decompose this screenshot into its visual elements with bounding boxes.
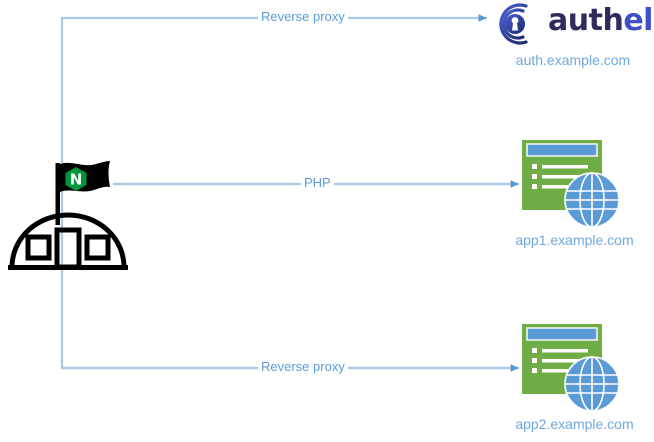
globe-icon [564, 356, 620, 412]
connector-label-php: PHP [301, 175, 334, 191]
host-label-app2: app2.example.com [515, 416, 634, 432]
connector-label-reverse-proxy-bottom: Reverse proxy [258, 359, 348, 375]
host-label-app1: app1.example.com [515, 232, 634, 248]
nginx-hex-badge [65, 167, 87, 191]
authelia-wordmark-part1: auth [548, 3, 624, 38]
authelia-wordmark-part2: elia [623, 3, 654, 38]
host-label-auth: auth.example.com [515, 52, 631, 68]
node-app1 [520, 138, 625, 230]
node-app2 [520, 322, 625, 414]
connector-proxy-to-app2 [60, 210, 519, 372]
node-auth-authelia: authelia [492, 0, 654, 70]
nginx-flag-letter: N [70, 171, 83, 189]
web-app-globe-icon [522, 140, 620, 228]
authelia-keyhole-logo [499, 3, 528, 45]
web-app-globe-icon [522, 324, 620, 412]
authelia-wordmark: authelia [548, 6, 654, 36]
connector-label-reverse-proxy-top: Reverse proxy [258, 9, 348, 25]
nginx-fort-flag-icon: N [8, 161, 128, 270]
globe-icon [564, 172, 620, 228]
node-proxy-nginx: N [8, 155, 128, 275]
